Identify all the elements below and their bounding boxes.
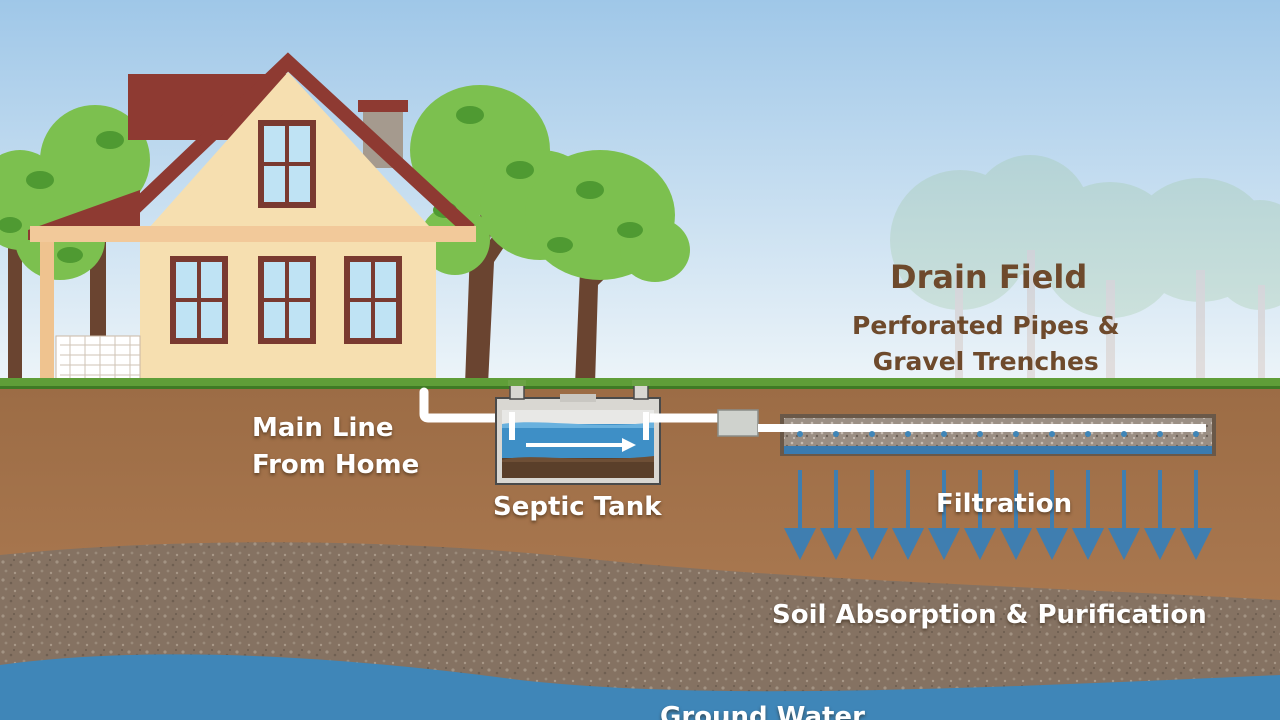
pipe-perforations: [797, 431, 1199, 437]
ground-water-layer: [0, 654, 1280, 720]
septic-tank: [495, 380, 661, 485]
tank-sludge: [502, 458, 654, 478]
drain-field-title: Drain Field: [890, 258, 1088, 296]
trees-center: [410, 85, 690, 385]
tank-water: [502, 424, 654, 460]
drain-field-trench: [758, 414, 1216, 456]
main-line-label-line2: From Home: [252, 449, 420, 480]
drain-field-subtitle-line1: Perforated Pipes &: [852, 311, 1120, 340]
main-line-pipe: [419, 387, 517, 423]
house-windows: [170, 120, 402, 344]
filtration-arrows: [784, 470, 1212, 560]
drain-field-subtitle-line2: Gravel Trenches: [872, 346, 1099, 376]
drain-field-subtitle: Perforated Pipes & Gravel Trenches: [852, 308, 1120, 379]
ground-water-label: Ground Water: [660, 702, 865, 720]
house: [28, 52, 476, 383]
background-trees: [890, 155, 1280, 382]
filtration-label: Filtration: [936, 489, 1073, 519]
main-line-label: Main Line From Home: [252, 410, 419, 484]
septic-tank-label: Septic Tank: [493, 492, 662, 522]
soil-absorption-label: Soil Absorption & Purification: [772, 600, 1207, 630]
porch-beam: [30, 226, 476, 242]
distribution-box: [717, 409, 759, 437]
main-line-label-line1: Main Line: [252, 413, 394, 443]
trees-left: [0, 105, 150, 385]
